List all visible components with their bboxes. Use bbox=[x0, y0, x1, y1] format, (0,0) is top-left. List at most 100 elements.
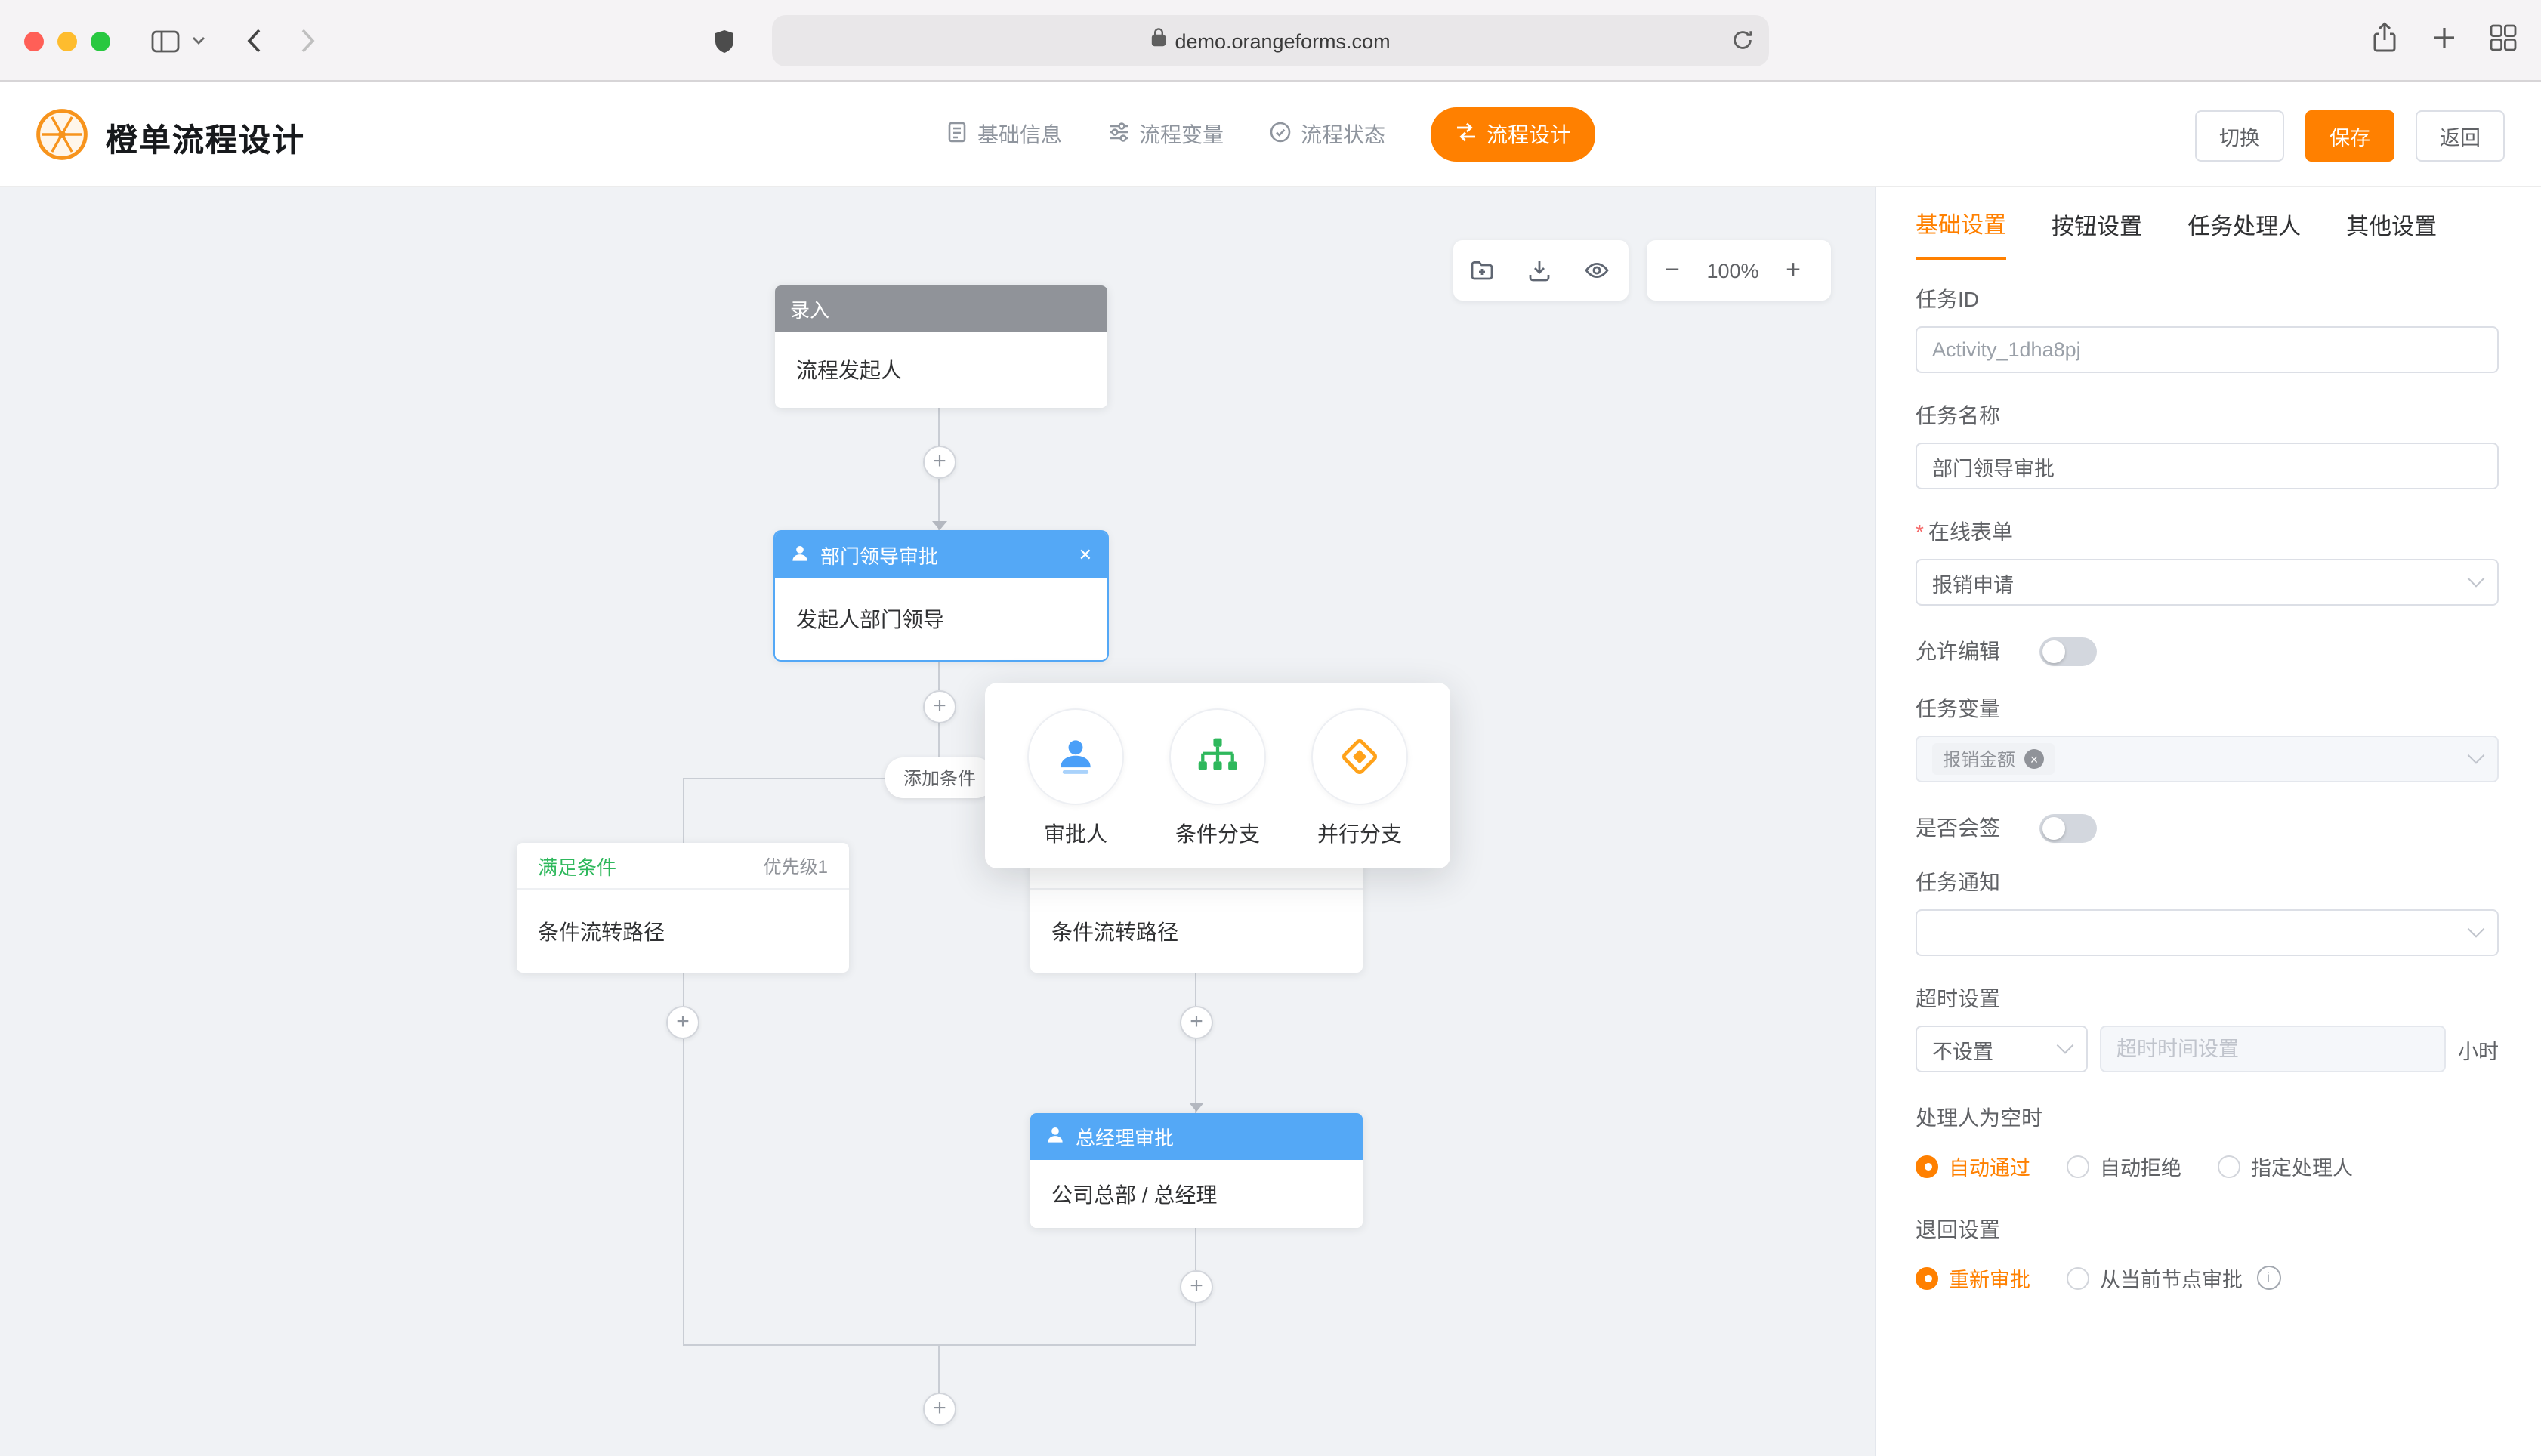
tab-overview-icon[interactable] bbox=[2490, 23, 2517, 58]
switch-button[interactable]: 切换 bbox=[2195, 110, 2284, 162]
condition-node-left-header: 满足条件 优先级1 bbox=[517, 843, 849, 890]
flow-canvas[interactable]: 100% 录入 bbox=[0, 187, 1875, 1456]
back-to-list-button[interactable]: 返回 bbox=[2416, 110, 2505, 162]
radio-auto-reject[interactable]: 自动拒绝 bbox=[2067, 1151, 2181, 1181]
connector-arrow bbox=[1189, 1103, 1204, 1112]
allow-edit-toggle[interactable] bbox=[2039, 637, 2097, 665]
sidebar-toggle-icon[interactable] bbox=[145, 0, 184, 82]
zoom-out-button[interactable] bbox=[1647, 255, 1698, 285]
condition-node-left-body: 条件流转路径 bbox=[538, 919, 665, 943]
task-id-input[interactable] bbox=[1916, 326, 2499, 373]
download-icon[interactable] bbox=[1511, 257, 1568, 284]
orange-logo-icon bbox=[33, 106, 91, 171]
manager-approval-node[interactable]: 总经理审批 公司总部 / 总经理 bbox=[1030, 1113, 1363, 1228]
connector-line bbox=[938, 723, 940, 778]
forward-button[interactable] bbox=[293, 0, 323, 82]
export-icon[interactable] bbox=[1453, 257, 1511, 284]
toggle-knob bbox=[2042, 816, 2065, 839]
tab-task-handler[interactable]: 任务处理人 bbox=[2187, 214, 2302, 239]
tag-close-icon[interactable] bbox=[2024, 749, 2045, 769]
node-type-menu: 审批人 条件分支 并行分支 bbox=[985, 683, 1450, 868]
radio-restart-approval[interactable]: 重新审批 bbox=[1916, 1263, 2030, 1293]
countersign-label: 是否会签 bbox=[1916, 816, 2000, 840]
privacy-shield-icon[interactable] bbox=[707, 0, 740, 82]
connector-line bbox=[1195, 1303, 1196, 1344]
nav-process-design[interactable]: 流程设计 bbox=[1431, 107, 1595, 162]
chevron-down-icon bbox=[2467, 920, 2485, 937]
approver-icon bbox=[1027, 708, 1124, 805]
add-condition-label[interactable]: 添加条件 bbox=[885, 757, 995, 798]
add-node-button[interactable] bbox=[923, 1393, 956, 1426]
radio-current-node-approval[interactable]: 从当前节点审批 bbox=[2067, 1263, 2280, 1293]
chevron-down-icon bbox=[2056, 1036, 2074, 1053]
tab-button-settings[interactable]: 按钮设置 bbox=[2052, 214, 2143, 239]
settings-tabs: 基础设置 按钮设置 任务处理人 其他设置 bbox=[1916, 187, 2499, 260]
countersign-toggle[interactable] bbox=[2039, 813, 2097, 842]
start-node-body: 流程发起人 bbox=[775, 332, 1107, 408]
connector-line bbox=[938, 662, 940, 690]
zoom-in-button[interactable] bbox=[1768, 255, 1819, 285]
task-variable-select[interactable]: 报销金额 bbox=[1916, 736, 2499, 782]
nav-process-status[interactable]: 流程状态 bbox=[1269, 119, 1385, 150]
timeout-label: 超时设置 bbox=[1916, 986, 2000, 1010]
menu-item-parallel-branch[interactable]: 并行分支 bbox=[1311, 708, 1408, 849]
connector-line bbox=[1195, 1039, 1196, 1113]
brand: 橙单流程设计 bbox=[33, 106, 305, 171]
add-node-button[interactable] bbox=[1180, 1006, 1213, 1039]
connector-line bbox=[683, 1039, 684, 1344]
connector-line bbox=[683, 778, 684, 843]
chevron-down-icon[interactable] bbox=[187, 0, 208, 82]
document-icon bbox=[946, 121, 968, 148]
online-form-select[interactable]: 报销申请 bbox=[1916, 559, 2499, 606]
user-icon bbox=[790, 543, 810, 567]
task-name-input[interactable] bbox=[1916, 443, 2499, 489]
radio-assign-handler[interactable]: 指定处理人 bbox=[2218, 1151, 2353, 1181]
return-setting-options: 重新审批 从当前节点审批 bbox=[1916, 1263, 2499, 1293]
return-setting-label: 退回设置 bbox=[1916, 1217, 2000, 1242]
radio-icon bbox=[1916, 1155, 1938, 1177]
nav-process-variables[interactable]: 流程变量 bbox=[1107, 119, 1224, 150]
nav-basic-info[interactable]: 基础信息 bbox=[946, 119, 1062, 150]
close-icon[interactable] bbox=[1079, 545, 1092, 565]
reload-icon[interactable] bbox=[1730, 27, 1755, 60]
workflow-nav: 基础信息 流程变量 流程状态 流程设计 bbox=[946, 82, 1595, 187]
radio-icon bbox=[2067, 1266, 2089, 1289]
start-node[interactable]: 录入 流程发起人 bbox=[775, 285, 1107, 408]
close-window-button[interactable] bbox=[24, 32, 44, 51]
condition-node-left[interactable]: 满足条件 优先级1 条件流转路径 bbox=[517, 843, 849, 973]
page-title: 橙单流程设计 bbox=[106, 123, 305, 158]
add-node-button[interactable] bbox=[666, 1006, 699, 1039]
merge-line bbox=[683, 1344, 1196, 1346]
preview-eye-icon[interactable] bbox=[1568, 257, 1626, 284]
connector-line bbox=[938, 479, 940, 532]
new-tab-icon[interactable] bbox=[2432, 25, 2456, 57]
app-header: 橙单流程设计 基础信息 流程变量 流程状态 流程设计 切换 保存 返回 bbox=[0, 82, 2541, 187]
add-node-button[interactable] bbox=[923, 446, 956, 479]
radio-icon bbox=[2067, 1155, 2089, 1177]
fullscreen-window-button[interactable] bbox=[91, 32, 110, 51]
required-asterisk: * bbox=[1916, 520, 1924, 544]
timeout-value-input[interactable] bbox=[2100, 1026, 2446, 1072]
timeout-mode-select[interactable]: 不设置 bbox=[1916, 1026, 2088, 1072]
toggle-knob bbox=[2042, 640, 2065, 662]
task-notify-select[interactable] bbox=[1916, 909, 2499, 956]
tab-basic-settings[interactable]: 基础设置 bbox=[1916, 188, 2007, 259]
priority-label: 优先级1 bbox=[763, 856, 828, 877]
chrome-right-actions bbox=[2370, 0, 2517, 82]
add-node-button[interactable] bbox=[1180, 1270, 1213, 1303]
dept-approval-node[interactable]: 部门领导审批 发起人部门领导 bbox=[775, 532, 1107, 660]
menu-item-approver[interactable]: 审批人 bbox=[1027, 708, 1124, 849]
empty-handler-options: 自动通过 自动拒绝 指定处理人 bbox=[1916, 1151, 2499, 1181]
tab-other-settings[interactable]: 其他设置 bbox=[2346, 214, 2438, 239]
minimize-window-button[interactable] bbox=[57, 32, 77, 51]
radio-auto-pass[interactable]: 自动通过 bbox=[1916, 1151, 2030, 1181]
add-node-button[interactable] bbox=[923, 690, 956, 723]
save-button[interactable]: 保存 bbox=[2305, 110, 2394, 162]
share-icon[interactable] bbox=[2370, 21, 2399, 60]
chevron-down-icon bbox=[2467, 746, 2485, 763]
address-bar[interactable]: demo.orangeforms.com bbox=[772, 15, 1769, 66]
connector-line bbox=[683, 973, 684, 1006]
info-icon[interactable] bbox=[2256, 1266, 2280, 1290]
menu-item-condition-branch[interactable]: 条件分支 bbox=[1169, 708, 1266, 849]
back-button[interactable] bbox=[239, 0, 269, 82]
